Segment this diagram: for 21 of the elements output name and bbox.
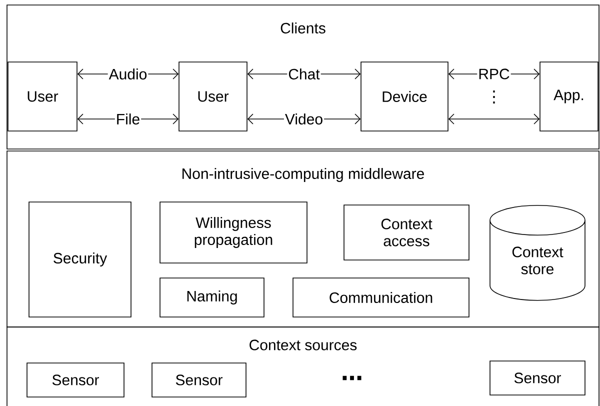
edge-label: Audio [108, 68, 147, 80]
component-box: Context access [344, 204, 470, 260]
component-box: Communication [292, 278, 470, 318]
component-box: User [8, 62, 78, 132]
sensor-box: Sensor [152, 362, 246, 398]
ellipsis: … [342, 376, 362, 380]
component-box: User [178, 62, 248, 132]
component-box: Security [28, 202, 132, 318]
database-cylinder: Context store [490, 204, 586, 301]
ellipsis: ⋮ [493, 90, 495, 104]
component-box: Naming [160, 278, 264, 318]
arrow [448, 114, 540, 124]
sensor-box: Sensor [26, 362, 124, 398]
component-box: Device [360, 62, 448, 132]
edge-label: RPC [479, 68, 510, 80]
edge-label: Video [285, 113, 322, 124]
edge-label: Chat [288, 68, 320, 80]
component-box: App. [540, 62, 598, 132]
sensor-box: Sensor [490, 360, 586, 396]
component-box: Willingness propagation [160, 202, 308, 264]
edge-label: File [117, 113, 140, 124]
